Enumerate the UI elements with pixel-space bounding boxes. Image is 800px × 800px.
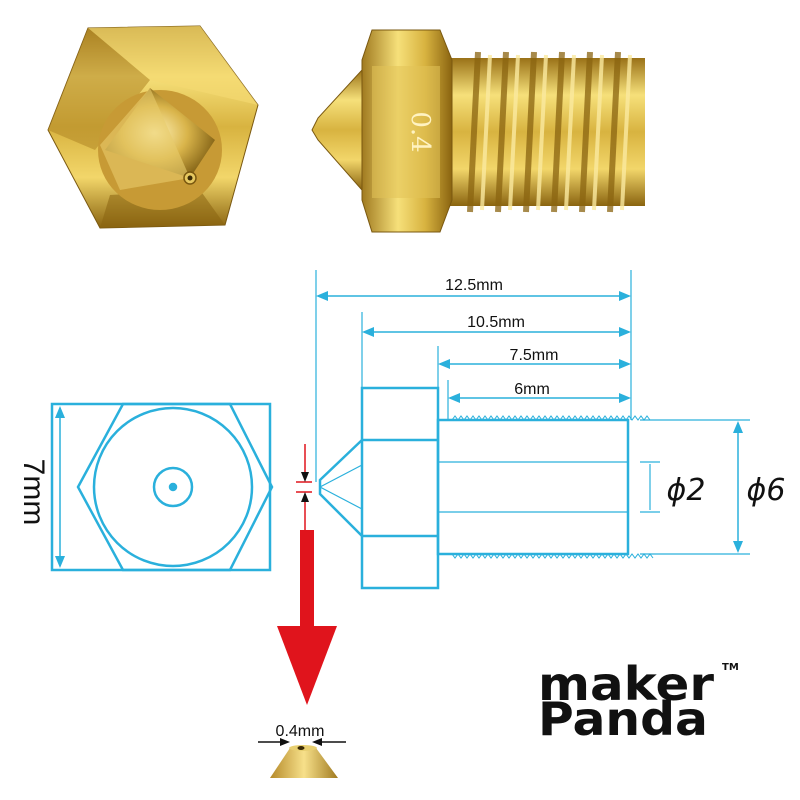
bore-diameter-label: ϕ2 bbox=[667, 473, 706, 508]
length-total-label: 12.5mm bbox=[445, 277, 503, 294]
hex-front-view-drawing bbox=[50, 402, 274, 572]
nozzle-side-photo: 0.4 bbox=[311, 29, 645, 233]
zoom-arrow bbox=[277, 530, 337, 705]
thread-diameter-dimension: ϕ6 bbox=[733, 421, 785, 553]
hex-width-label: 7mm bbox=[17, 459, 50, 526]
extension-lines bbox=[315, 270, 750, 555]
brand-line2: Panda bbox=[538, 692, 708, 746]
brand-line1: maker bbox=[538, 657, 714, 711]
hex-width-dimension: 7mm bbox=[17, 406, 65, 568]
length-total-dimension: 12.5mm bbox=[316, 277, 631, 301]
nozzle-front-photo bbox=[47, 25, 259, 229]
thread-length-label: 7.5mm bbox=[510, 347, 559, 364]
nozzle-side-view-drawing bbox=[318, 386, 630, 590]
orifice-callout bbox=[296, 444, 312, 530]
nozzle-tip-detail: 0.4mm bbox=[258, 723, 346, 778]
thread-length-dimension: 7.5mm bbox=[438, 347, 631, 369]
bore-diameter-dimension: ϕ2 bbox=[649, 464, 706, 510]
nozzle-size-engraving: 0.4 bbox=[405, 111, 435, 152]
orifice-diameter-label: 0.4mm bbox=[276, 723, 325, 740]
thread-hatch-bottom bbox=[451, 553, 654, 559]
length-without-tip-dimension: 10.5mm bbox=[362, 314, 631, 337]
thread-full-length-label: 6mm bbox=[514, 381, 550, 398]
brand-logo: maker Panda TM bbox=[538, 657, 739, 746]
thread-full-length-dimension: 6mm bbox=[448, 381, 631, 403]
brand-trademark: TM bbox=[722, 662, 739, 673]
thread-hatch-top bbox=[451, 415, 651, 421]
length-without-tip-label: 10.5mm bbox=[467, 314, 525, 331]
thread-diameter-label: ϕ6 bbox=[747, 473, 786, 508]
